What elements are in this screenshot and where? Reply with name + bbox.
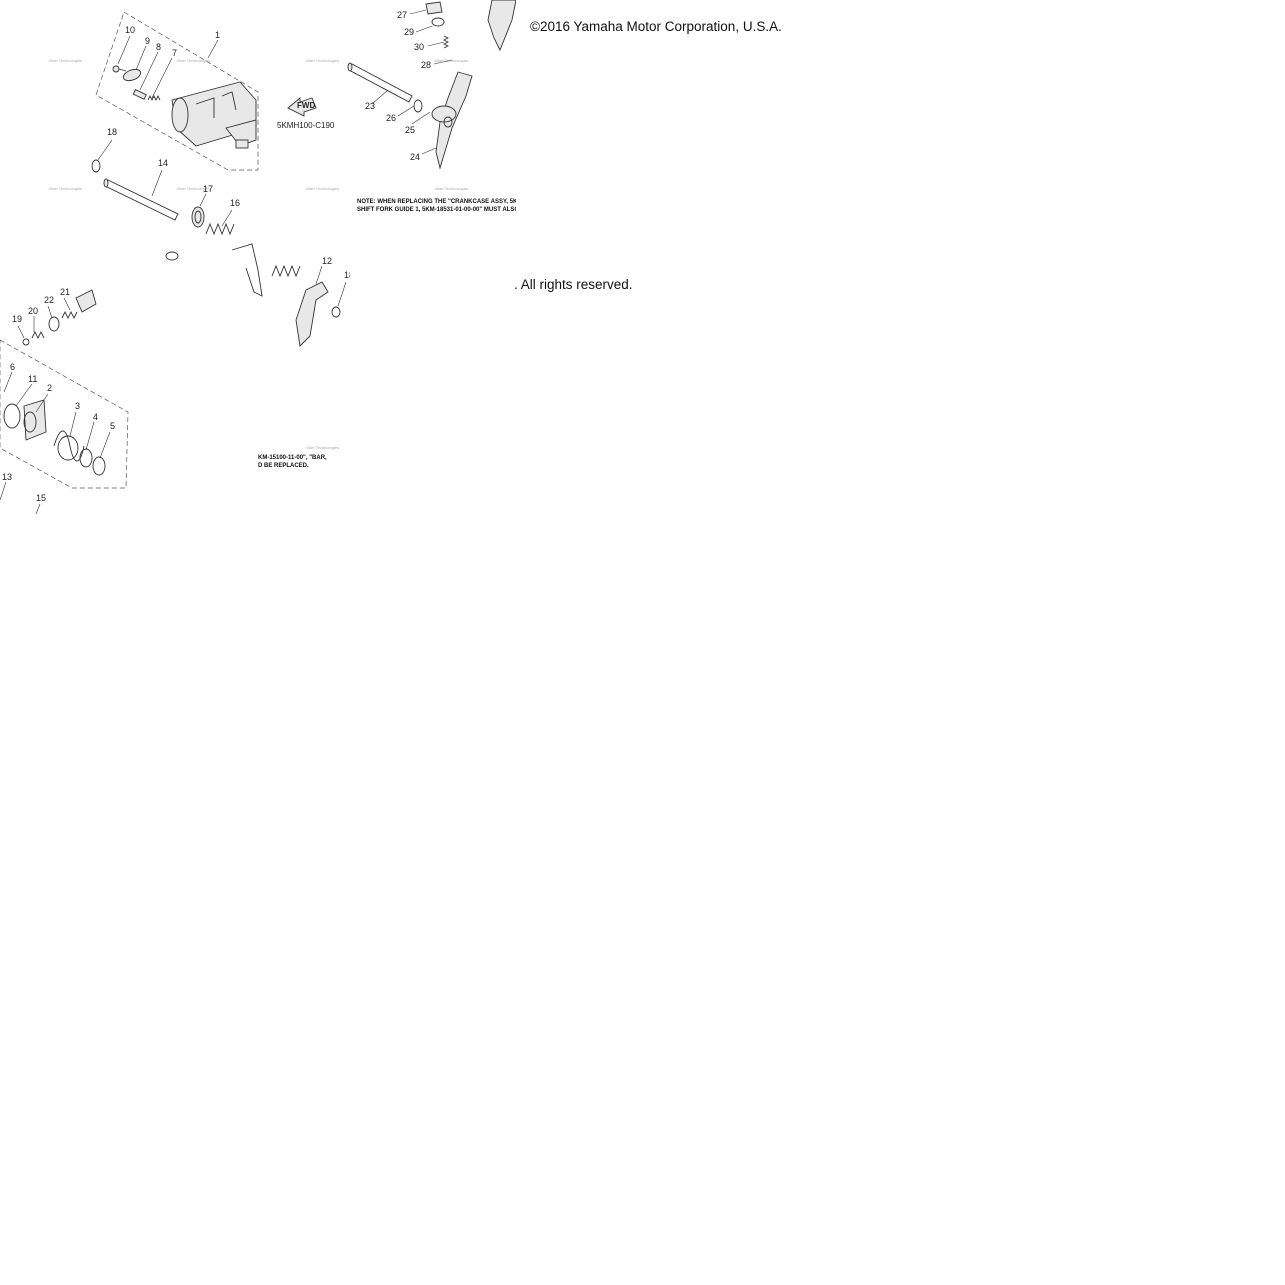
note2-line-1: KM-15100-11-00", "BAR, [258, 455, 327, 461]
part-shaft-14 [103, 178, 179, 221]
part-spring-12 [271, 264, 301, 278]
callout-11: 11 [28, 374, 37, 384]
part-shift-fork-24 [431, 71, 473, 170]
part-fork-partial [165, 243, 263, 297]
callout-3: 3 [75, 401, 80, 411]
watermark: <Bart Technologies [305, 445, 339, 450]
part-washer-22 [48, 316, 60, 332]
part-circlip-18b [331, 306, 341, 318]
part-segment-9 [122, 68, 142, 82]
part-pin-8 [132, 89, 147, 100]
callout-16: 16 [230, 198, 240, 208]
callout-27: 27 [397, 10, 407, 20]
callout-4: 4 [93, 412, 98, 422]
callout-21: 21 [60, 287, 70, 297]
callout-9: 9 [145, 36, 150, 46]
callout-25: 25 [405, 125, 415, 135]
fwd-arrow-icon: FWD [287, 97, 317, 117]
note-line-2: SHIFT FORK GUIDE 1, 5KM-18531-01-00-00" … [357, 207, 519, 213]
callout-24: 24 [410, 152, 420, 162]
part-bolt-27 [425, 1, 445, 27]
callout-18a: 18 [107, 127, 117, 137]
watermark: <Bart Technologies [48, 186, 82, 191]
part-spring-30 [442, 35, 450, 49]
part-washer-11 [3, 403, 21, 429]
callout-14: 14 [158, 158, 168, 168]
callout-19: 19 [12, 314, 22, 324]
svg-text:FWD: FWD [297, 101, 315, 110]
part-shift-fork-12 [295, 281, 329, 347]
callout-17: 17 [203, 184, 213, 194]
watermark: <Bart Technologies [305, 58, 339, 63]
callout-23: 23 [365, 101, 375, 111]
watermark: <Bart Technologies [176, 58, 210, 63]
part-washer-4 [79, 448, 93, 468]
watermark: <Bart Technologies [305, 186, 339, 191]
part-circlip-18 [91, 159, 101, 173]
tile-mask-mid [350, 216, 1285, 516]
callout-29: 29 [404, 27, 414, 37]
tile-mask-bottom [0, 516, 1285, 1285]
watermark: <Bart Technologies [434, 186, 468, 191]
callout-20: 20 [28, 306, 38, 316]
callout-26: 26 [386, 113, 396, 123]
callout-30: 30 [414, 42, 424, 52]
callout-2: 2 [47, 383, 52, 393]
note-line-1: NOTE: WHEN REPLACING THE "CRANKCASE ASSY… [357, 199, 518, 205]
rights-text: . All rights reserved. [514, 277, 633, 292]
group-box-shift-drum [95, 11, 259, 171]
callout-13: 13 [2, 472, 12, 482]
copyright-text: ©2016 Yamaha Motor Corporation, U.S.A. [530, 19, 782, 34]
part-collar-17 [191, 206, 205, 228]
part-fork-top-right [487, 0, 517, 52]
part-spring-3 [53, 430, 85, 462]
part-ball-19 [22, 338, 30, 346]
callout-6: 6 [10, 362, 15, 372]
part-spring-20 [31, 330, 45, 340]
leader-lines [0, 9, 453, 515]
watermark: <Bart Technologies [48, 58, 82, 63]
watermark: <Bart Technologies [176, 186, 210, 191]
part-lever-2 [23, 399, 47, 441]
part-shaft-23 [347, 62, 413, 103]
callout-1: 1 [215, 30, 220, 40]
part-washer-26 [413, 99, 423, 113]
part-circlip-5 [92, 456, 106, 476]
diagram-code: 5KMH100-C190 [277, 121, 335, 130]
callout-18b: 18 [344, 270, 354, 280]
callout-7: 7 [172, 48, 177, 58]
part-spring-7 [147, 94, 161, 102]
callout-8: 8 [156, 42, 161, 52]
part-bolt-21 [61, 289, 97, 320]
callout-12: 12 [322, 256, 332, 266]
callout-5: 5 [110, 421, 115, 431]
callout-10: 10 [125, 25, 135, 35]
callout-22: 22 [44, 295, 54, 305]
callout-28: 28 [421, 60, 431, 70]
part-shift-drum [171, 81, 257, 149]
note2-line-2: D BE REPLACED. [258, 463, 309, 469]
part-spring-16 [205, 222, 235, 236]
callout-15: 15 [36, 493, 46, 503]
group-box-shift-shaft [0, 339, 129, 489]
part-screw-10 [112, 65, 127, 73]
